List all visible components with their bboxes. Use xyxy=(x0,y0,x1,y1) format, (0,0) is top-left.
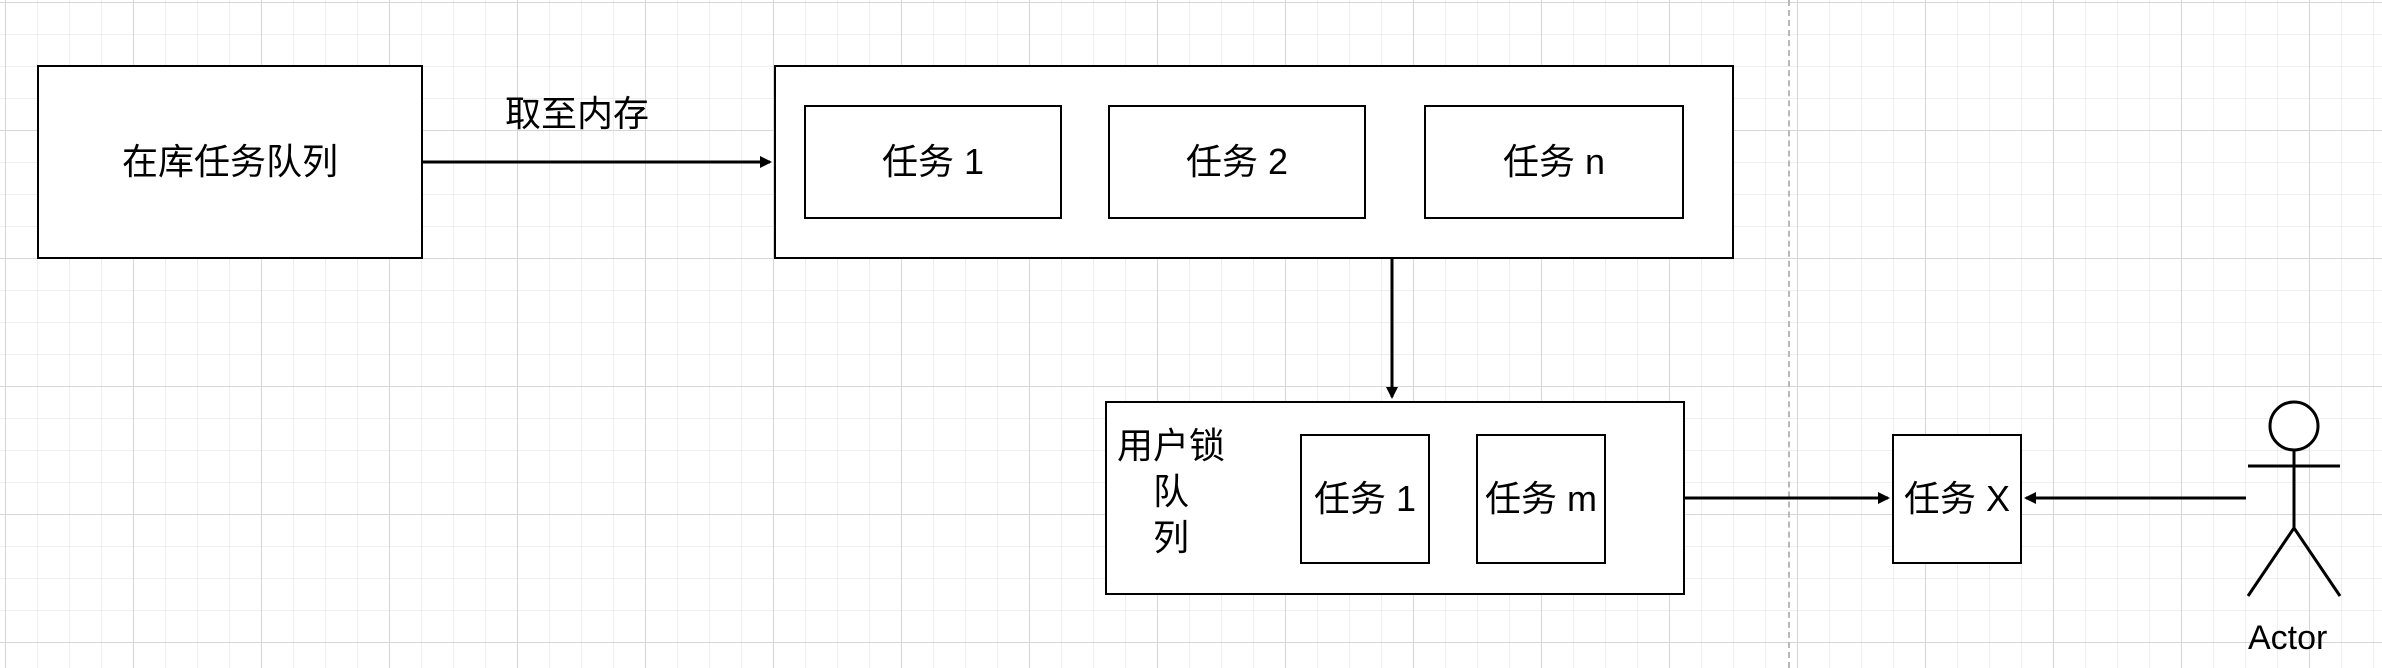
memory-task-n-label: 任务 n xyxy=(1502,141,1606,182)
memory-task-1-box[interactable] xyxy=(804,105,1062,219)
load-edge-label: 取至内存 xyxy=(505,93,650,134)
memory-task-2-box[interactable] xyxy=(1108,105,1366,219)
actor-label: Actor xyxy=(2248,619,2328,657)
user-lock-task-1-label: 任务 1 xyxy=(1313,478,1417,519)
target-task-box[interactable] xyxy=(1892,434,2022,564)
swimlane-divider xyxy=(1788,0,1790,668)
memory-task-1-label: 任务 1 xyxy=(881,141,985,182)
memory-task-n-box[interactable] xyxy=(1424,105,1684,219)
user-lock-task-m-box[interactable] xyxy=(1476,434,1606,564)
user-lock-task-m-label: 任务 m xyxy=(1485,478,1597,519)
source-queue-box[interactable] xyxy=(37,65,423,259)
actor-figure-icon xyxy=(2246,400,2342,597)
target-task-label: 任务 X xyxy=(1903,478,2010,519)
user-lock-queue-label-line1: 用户锁队 xyxy=(1116,425,1225,512)
user-lock-queue-label: 用户锁队 列 xyxy=(1105,425,1237,558)
memory-task-2-label: 任务 2 xyxy=(1185,141,1289,182)
source-queue-label: 在库任务队列 xyxy=(121,141,338,182)
user-lock-task-1-box[interactable] xyxy=(1300,434,1430,564)
user-lock-queue-label-line2: 列 xyxy=(1152,517,1189,558)
